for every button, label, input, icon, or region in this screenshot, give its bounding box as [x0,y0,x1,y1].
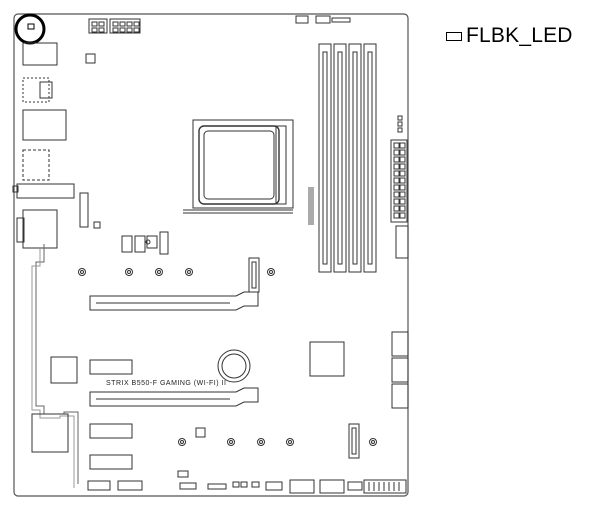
atx-power-connector [390,139,409,259]
audio-trace [35,244,79,484]
center-components [79,192,169,255]
top-fan-headers [295,15,351,24]
pcie-x16-slot-2 [89,387,259,407]
cmos-battery [217,349,251,383]
sata-ports [391,331,409,409]
rgb-header [397,115,403,133]
supremefx-audio-area [31,413,69,453]
standoff-screws [78,268,377,446]
dimm-slots [318,43,377,273]
pcie-x1-slots [89,359,133,470]
legend-swatch [446,31,462,41]
cpu-socket [183,119,294,214]
rog-logo-mark [308,187,314,225]
board-model-label: STRIX B550-F GAMING (WI-FI) II [106,380,227,387]
small-jumper [195,427,206,438]
chipset [309,341,345,377]
pcie-x16-slot-1 [89,291,259,311]
cpu-power-connectors [88,18,141,34]
legend: FLBK_LED [446,24,573,48]
m2-slots [248,257,360,459]
bottom-headers [87,470,407,494]
audio-codec-chip [50,356,78,384]
legend-label: FLBK_LED [466,24,573,47]
flbk-led-header [27,23,35,30]
rear-io-ports [12,42,96,249]
